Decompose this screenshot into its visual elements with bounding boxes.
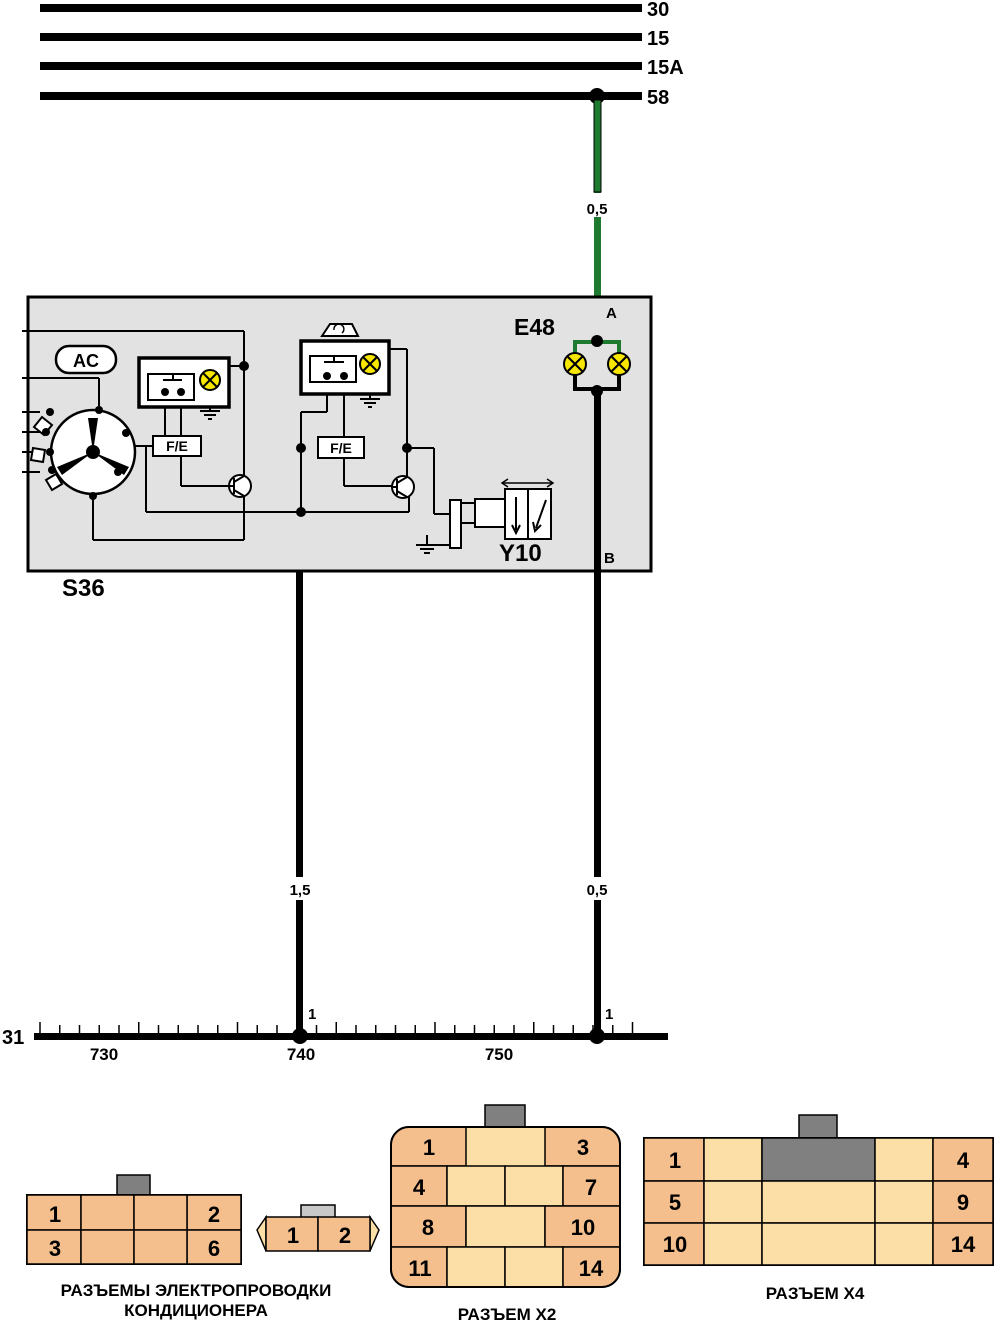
fe-left-label: F/E <box>166 438 188 454</box>
lamp-pin-a: A <box>606 305 617 322</box>
x2-pin-14: 14 <box>579 1256 604 1281</box>
recirculation-icon <box>320 323 360 337</box>
ac-connectors: 1 2 3 6 1 2 РАЗЪЕМЫ ЭЛЕКТРОПРОВОДКИ КОНД… <box>26 1174 380 1320</box>
ac-connectors-caption-line1: РАЗЪЕМЫ ЭЛЕКТРОПРОВОДКИ <box>61 1281 332 1300</box>
left-ground-wire-gauge: 1,5 <box>290 882 311 899</box>
power-buses: 30 15 15A 58 <box>40 0 684 109</box>
left-indicator-lamp-icon <box>199 369 221 391</box>
x2-pin-1: 1 <box>423 1135 435 1160</box>
scale-label-740: 740 <box>287 1045 315 1064</box>
ground-bus-junction-left <box>292 1028 308 1044</box>
transistor-right-icon <box>391 475 415 499</box>
x2-caption: РАЗЪЕМ X2 <box>458 1305 557 1324</box>
x4-caption: РАЗЪЕМ X4 <box>766 1284 865 1303</box>
ac6-pin-3: 3 <box>49 1236 61 1261</box>
ac6-pin-6: 6 <box>208 1236 220 1261</box>
left-ground-wire-upper <box>296 571 303 877</box>
lamp-bulb-right-icon <box>607 352 631 376</box>
bus-58-line <box>40 92 642 100</box>
ac6-pin-1: 1 <box>49 1202 61 1227</box>
green-wire-upper <box>594 100 601 193</box>
right-ground-wire-lower <box>594 900 601 1036</box>
left-ground-wire-lower <box>296 900 303 1036</box>
x2-pin-4: 4 <box>413 1175 426 1200</box>
lamp-bulb-left-icon <box>563 352 587 376</box>
connector-x4: 1 4 5 9 10 14 РАЗЪЕМ X4 <box>643 1114 994 1303</box>
bus-30-line <box>40 4 642 12</box>
bus-15a-line <box>40 62 642 70</box>
green-wire-gauge: 0,5 <box>587 201 608 218</box>
x4-pin-1: 1 <box>669 1148 681 1173</box>
green-wire-lower <box>594 217 601 339</box>
bus-15-line <box>40 33 642 41</box>
ac-connector-two-pin: 1 2 <box>256 1204 380 1252</box>
ac-button-label: AC <box>73 351 99 371</box>
right-indicator-lamp-icon <box>359 353 381 375</box>
ground-bus-junction-right <box>589 1028 605 1044</box>
ac-connectors-caption-line2: КОНДИЦИОНЕРА <box>124 1301 268 1320</box>
ac2-pin-2: 2 <box>339 1223 351 1248</box>
x2-pin-3: 3 <box>577 1135 589 1160</box>
recirculation-switch-block <box>299 323 391 408</box>
actuator-y10: Y10 <box>416 478 555 567</box>
lamp-label: E48 <box>514 314 555 340</box>
left-switch-block <box>137 356 231 420</box>
bus-58-label: 58 <box>647 87 669 109</box>
scale-label-750: 750 <box>485 1045 513 1064</box>
bus-15-label: 15 <box>647 28 669 50</box>
x2-pin-10: 10 <box>571 1215 595 1240</box>
x2-pin-7: 7 <box>585 1175 597 1200</box>
bus-30-label: 30 <box>647 0 669 21</box>
lamp-pin-b: B <box>604 550 615 567</box>
ac-connector-six-pin: 1 2 3 6 <box>26 1174 242 1265</box>
ground-bus: 31 1 1 730 740 750 <box>2 1006 668 1064</box>
right-ground-icon <box>360 398 380 408</box>
x2-pin-8: 8 <box>422 1215 434 1240</box>
lamp-e48: E48 A B <box>514 305 631 567</box>
ground-bus-ticks <box>39 1022 634 1033</box>
right-ground-wire-gauge: 0,5 <box>587 882 608 899</box>
scale-label-730: 730 <box>90 1045 118 1064</box>
ground-pin-left: 1 <box>308 1006 316 1023</box>
ground-bus-line <box>34 1033 668 1040</box>
ac6-pin-2: 2 <box>208 1202 220 1227</box>
x4-pin-5: 5 <box>669 1190 681 1215</box>
green-wire: 0,5 <box>587 99 608 339</box>
junction-dots <box>239 361 412 517</box>
x4-pin-4: 4 <box>957 1148 970 1173</box>
ground-bus-label: 31 <box>2 1027 24 1049</box>
fe-left-block: F/E <box>152 435 202 457</box>
fe-right-label: F/E <box>330 440 352 456</box>
ac-button: AC <box>54 344 118 375</box>
module-label: S36 <box>62 575 105 602</box>
x4-pin-9: 9 <box>957 1190 969 1215</box>
x4-pin-10: 10 <box>663 1232 687 1257</box>
connector-x2: 1 3 4 7 8 10 11 14 РАЗЪЕМ X2 <box>390 1104 621 1324</box>
module-s36: S36 <box>22 295 653 602</box>
bus-15a-label: 15A <box>647 57 684 79</box>
ac2-pin-1: 1 <box>287 1223 299 1248</box>
fe-right-block: F/E <box>317 436 365 459</box>
left-ground-icon <box>200 410 220 420</box>
ground-wires: 1,5 0,5 <box>290 391 608 1036</box>
x2-pin-11: 11 <box>408 1256 431 1281</box>
x4-pin-14: 14 <box>951 1232 976 1257</box>
actuator-label: Y10 <box>499 540 542 567</box>
ground-pin-right: 1 <box>605 1006 613 1023</box>
transistor-left-icon <box>228 474 252 498</box>
actuator-ground-icon <box>416 544 438 554</box>
fan-selector-icon <box>29 406 137 500</box>
right-ground-wire-upper <box>594 391 601 877</box>
